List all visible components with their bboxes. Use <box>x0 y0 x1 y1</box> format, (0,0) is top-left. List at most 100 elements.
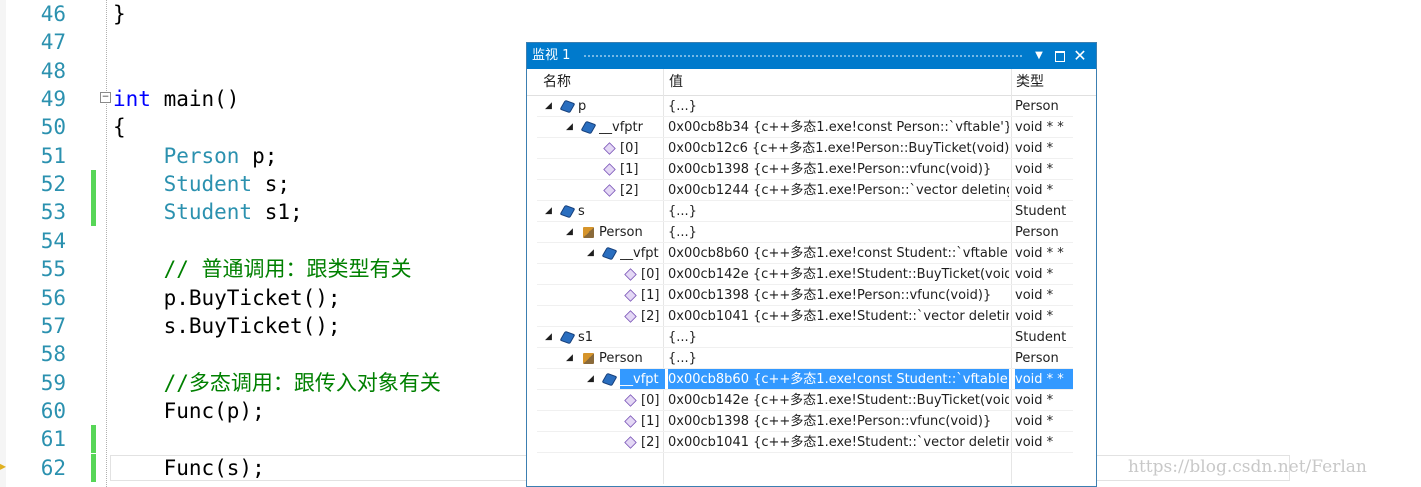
watch-row[interactable]: [2]0x00cb1041 {c++多态1.exe!Student::`vect… <box>527 432 1096 453</box>
watch-type: Student <box>1015 204 1067 219</box>
watch-value[interactable]: {...} <box>668 330 697 345</box>
title-grip[interactable] <box>583 54 1023 59</box>
expand-arrow-icon[interactable]: ◢ <box>587 374 594 384</box>
expand-arrow-icon[interactable]: ◢ <box>587 248 594 258</box>
code-line[interactable]: 52 Student s; <box>0 170 1421 199</box>
line-number: 56 <box>40 285 66 310</box>
code-line[interactable]: 61 <box>0 425 1421 454</box>
close-icon[interactable]: ✕ <box>1073 46 1087 65</box>
expand-arrow-icon[interactable]: ◢ <box>545 332 552 342</box>
code-line[interactable]: 59 //多态调用：跟传入对象有关 <box>0 369 1421 397</box>
watch-row[interactable]: [2] 0x00cb1244 {c++多态1.exe!Person::`vecto… <box>527 180 1096 201</box>
code-line[interactable]: 55 // 普通调用：跟类型有关 <box>0 255 1421 283</box>
code-line[interactable]: 53 Student s1; <box>0 198 1421 227</box>
watch-type: Person <box>1015 351 1059 366</box>
code-line[interactable]: 57 s.BuyTicket(); <box>0 312 1421 340</box>
watch-value[interactable]: 0x00cb8b34 {c++多态1.exe!const Person::`vf… <box>668 120 1009 135</box>
watch-type: void * <box>1015 309 1054 324</box>
line-number: 52 <box>40 172 66 197</box>
watch-title-bar[interactable]: 监视 1 ▼ ✕ <box>527 43 1096 69</box>
line-number: 49 <box>40 87 66 112</box>
dropdown-arrow-icon[interactable]: ▼ <box>1035 50 1043 61</box>
watch-value[interactable]: {...} <box>668 204 697 219</box>
watch-name: s1 <box>578 330 594 345</box>
watch-value[interactable]: {...} <box>668 225 697 240</box>
line-number: 51 <box>40 143 66 168</box>
column-name-header[interactable]: 名称 <box>543 74 571 90</box>
watch-row[interactable]: [0] 0x00cb142e {c++多态1.exe!Student::BuyTi… <box>527 264 1096 285</box>
watch-row[interactable]: ◢p{...}Person <box>527 96 1096 117</box>
collapse-toggle-icon[interactable]: − <box>100 92 111 103</box>
watch-value[interactable]: 0x00cb1041 {c++多态1.exe!Student::`vector … <box>668 309 1009 324</box>
watch-value[interactable]: 0x00cb142e {c++多态1.exe!Student::BuyTicke… <box>668 267 1009 282</box>
row-divider <box>537 263 1073 264</box>
watch-value[interactable]: 0x00cb1398 {c++多态1.exe!Person::vfunc(voi… <box>668 288 992 303</box>
object-icon <box>580 120 597 135</box>
watch-row[interactable]: [1]0x00cb1398 {c++多态1.exe!Person::vfunc(… <box>527 411 1096 432</box>
code-line[interactable]: 48 <box>0 57 1421 85</box>
watch-name: __vfptr <box>599 120 643 135</box>
watch-name: Person <box>599 351 643 366</box>
watch-value[interactable]: 0x00cb8b60 {c++多态1.exe!const Student::`v… <box>668 369 1009 390</box>
editor-margin <box>0 0 6 487</box>
code-line[interactable]: 47 <box>0 28 1421 56</box>
row-divider <box>537 179 1073 180</box>
column-divider[interactable] <box>663 69 664 484</box>
watch-value[interactable]: 0x00cb12c6 {c++多态1.exe!Person::BuyTicket… <box>668 141 1009 156</box>
method-icon <box>624 436 637 449</box>
watch-row[interactable]: [0]0x00cb142e {c++多态1.exe!Student::BuyTi… <box>527 390 1096 411</box>
watch-row[interactable]: ◢s1{...}Student <box>527 327 1096 348</box>
expand-arrow-icon[interactable]: ◢ <box>566 227 573 237</box>
watch-row[interactable]: ◢ __vfptr 0x00cb8b34 {c++多态1.exe!const Per… <box>527 117 1096 138</box>
watch-value[interactable]: 0x00cb142e {c++多态1.exe!Student::BuyTicke… <box>668 393 1009 408</box>
watch-name: [2] <box>620 183 639 198</box>
expand-arrow-icon[interactable]: ◢ <box>545 206 552 216</box>
line-number: 58 <box>40 342 66 367</box>
code-line[interactable]: 60 Func(p); <box>0 397 1421 425</box>
watch-type: void * * <box>1015 246 1064 261</box>
expand-arrow-icon[interactable]: ◢ <box>545 101 552 111</box>
watch-value[interactable]: {...} <box>668 99 697 114</box>
code-line[interactable]: 50{ <box>0 113 1421 141</box>
watch-value[interactable]: 0x00cb8b60 {c++多态1.exe!const Student::`v… <box>668 246 1009 261</box>
watch-name: [0] <box>641 267 660 282</box>
watch-value[interactable]: 0x00cb1244 {c++多态1.exe!Person::`vector d… <box>668 183 1009 198</box>
watch-row[interactable]: [1]0x00cb1398 {c++多态1.exe!Person::vfunc(… <box>527 285 1096 306</box>
column-divider[interactable] <box>1011 69 1012 484</box>
watch-row[interactable]: [1] 0x00cb1398 {c++多态1.exe!Person::vfunc(… <box>527 159 1096 180</box>
column-type-header[interactable]: 类型 <box>1016 74 1044 90</box>
code-text: s.BuyTicket(); <box>113 313 341 338</box>
row-divider <box>537 242 1073 243</box>
code-line[interactable]: 51 Person p; <box>0 142 1421 170</box>
watch-value[interactable]: 0x00cb1398 {c++多态1.exe!Person::vfunc(voi… <box>668 414 992 429</box>
row-divider <box>537 452 1073 453</box>
watch-column-header: 名称 值 类型 <box>527 69 1096 96</box>
watch-value[interactable]: {...} <box>668 351 697 366</box>
watch-row[interactable]: ◢Person{...}Person <box>527 222 1096 243</box>
watch-row[interactable]: [0]0x00cb12c6 {c++多态1.exe!Person::BuyTic… <box>527 138 1096 159</box>
column-value-header[interactable]: 值 <box>669 74 683 90</box>
method-icon <box>603 163 616 176</box>
watch-row[interactable]: ◢s{...}Student <box>527 201 1096 222</box>
code-line[interactable]: 46} <box>0 0 1421 28</box>
code-line[interactable]: 58 <box>0 340 1421 368</box>
watch-value[interactable]: 0x00cb1041 {c++多态1.exe!Student::`vector … <box>668 435 1009 450</box>
watch-row[interactable]: ◢ Person {...} Person <box>527 348 1096 369</box>
expand-arrow-icon[interactable]: ◢ <box>566 122 573 132</box>
code-line[interactable]: 62 Func(s); <box>0 453 1421 482</box>
code-line[interactable]: 56 p.BuyTicket(); <box>0 284 1421 312</box>
line-number: 46 <box>40 2 66 26</box>
watch-value[interactable]: 0x00cb1398 {c++多态1.exe!Person::vfunc(voi… <box>668 162 992 177</box>
expand-arrow-icon[interactable]: ◢ <box>566 353 573 363</box>
watch-name: [1] <box>620 162 639 177</box>
code-line[interactable]: 54 <box>0 227 1421 255</box>
maximize-icon[interactable] <box>1051 47 1069 65</box>
row-divider <box>537 305 1073 306</box>
watch-row[interactable]: [2]0x00cb1041 {c++多态1.exe!Student::`vect… <box>527 306 1096 327</box>
watch-type: Person <box>1015 99 1059 114</box>
